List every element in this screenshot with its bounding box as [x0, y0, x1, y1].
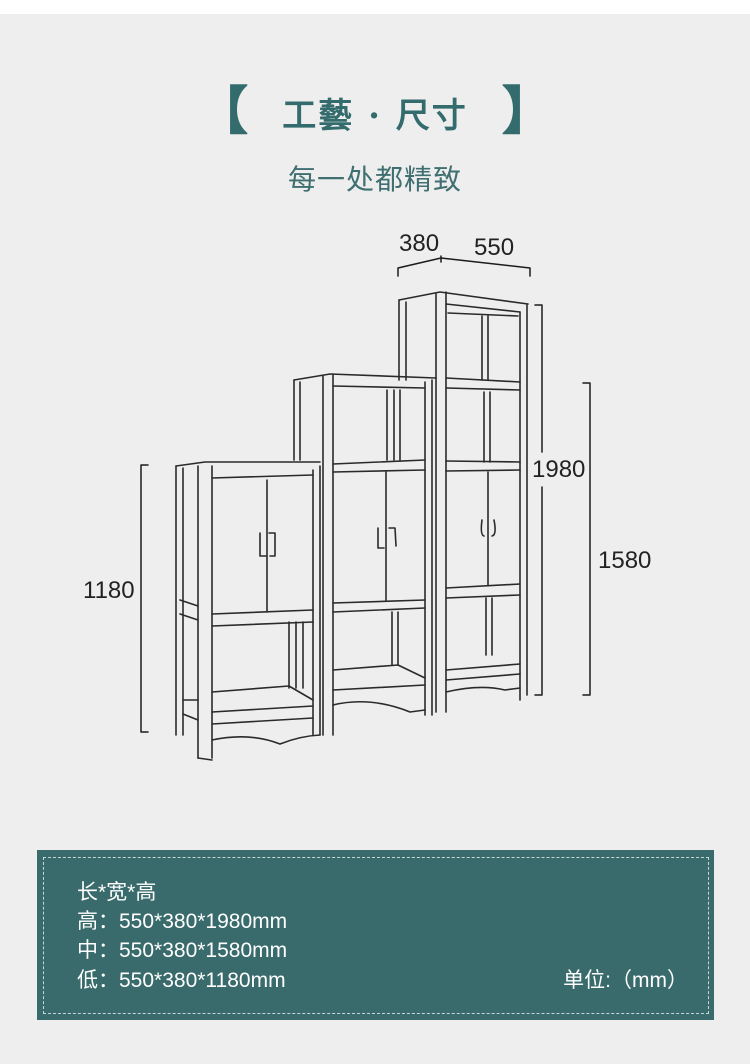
spec-heading: 长*宽*高 — [77, 881, 157, 904]
page-subtitle: 每一处都精致 — [287, 163, 462, 196]
right-bracket: 】 — [501, 81, 554, 142]
dimension-lines — [140, 255, 591, 733]
spec-row-high: 高：550*380*1980mm — [77, 910, 288, 933]
spec-row-low: 低：550*380*1180mm — [77, 969, 286, 992]
dim-mid-height-label: 1580 — [598, 547, 652, 574]
spec-row-mid: 中：550*380*1580mm — [77, 939, 288, 962]
dim-width-label: 550 — [474, 234, 515, 261]
spec-unit: 单位:（mm） — [563, 969, 688, 992]
dim-depth-label: 380 — [399, 230, 440, 257]
spec-panel: 长*宽*高 高：550*380*1980mm 中：550*380*1580mm … — [37, 850, 714, 1020]
left-bracket: 【 — [196, 81, 249, 142]
medium-cabinet — [293, 373, 437, 736]
cabinet-set-illustration — [140, 255, 591, 761]
dim-low-height-label: 1180 — [83, 577, 135, 604]
dim-tall-height-label: 1980 — [532, 456, 586, 483]
spec-dashed-frame — [43, 857, 709, 1014]
low-cabinet — [175, 461, 321, 761]
page-title: 工藝 · 尺寸 — [282, 95, 468, 136]
section-title: 【 工藝 · 尺寸 】 — [0, 80, 750, 144]
top-white-strip — [0, 0, 750, 14]
tall-cabinet — [398, 291, 529, 713]
